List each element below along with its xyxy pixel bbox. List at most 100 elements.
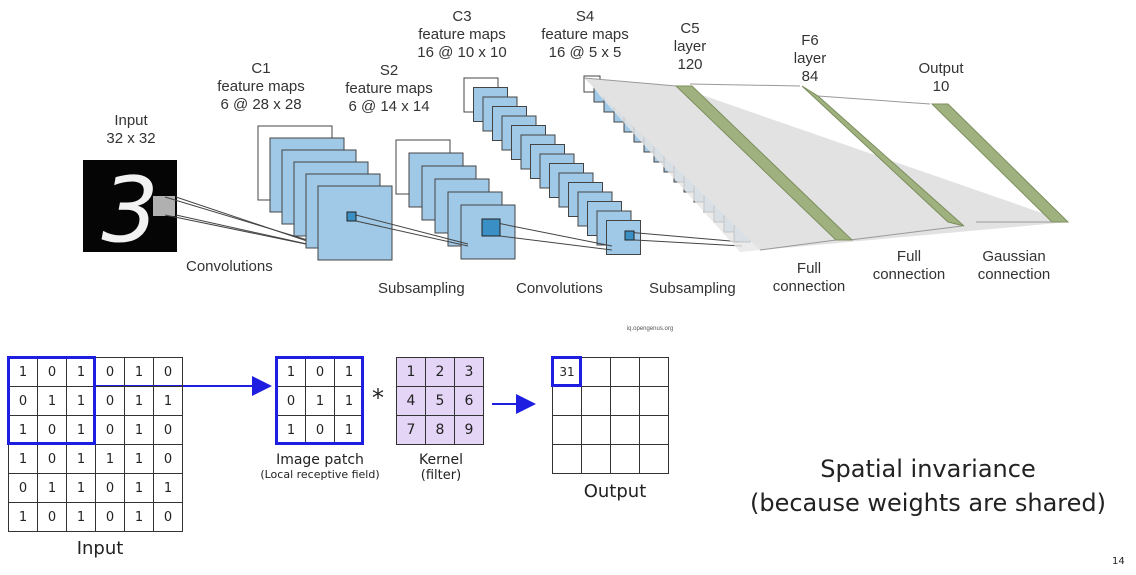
- input-grid-cell: 0: [37, 415, 67, 445]
- c5-layer-bar: [674, 85, 854, 241]
- s4-label: S4 feature maps 16 @ 5 x 5: [530, 8, 640, 62]
- input-grid-cell: 0: [37, 357, 67, 387]
- input-grid-cell: 0: [95, 357, 125, 387]
- image-patch-caption: Image patch (Local receptive field): [240, 452, 400, 481]
- kernel-caption-line1: Kernel: [419, 452, 463, 468]
- f6-label-line3: 84: [801, 68, 819, 85]
- op-full-connection-1: Full connection: [764, 260, 854, 296]
- op-gaussian-connection-line1: Gaussian: [982, 248, 1046, 265]
- output-grid-cell: [639, 415, 669, 445]
- patch-grid-cell: 1: [276, 415, 306, 445]
- kernel-grid-cell: 9: [454, 415, 484, 445]
- kernel-grid-cell: 2: [425, 357, 455, 387]
- op-subsampling-2: Subsampling: [649, 280, 736, 297]
- output-label-line1: Output: [918, 60, 964, 77]
- output-grid-cell: [610, 415, 640, 445]
- kernel-caption: Kernel (filter): [396, 452, 486, 483]
- c5-label-line1: C5: [680, 20, 700, 37]
- input-grid-cell: 0: [95, 386, 125, 416]
- c1-label-line2: feature maps: [217, 78, 305, 95]
- f6-label-line1: F6: [801, 32, 819, 49]
- c3-label-line2: feature maps: [418, 26, 506, 43]
- input-grid-cell: 1: [124, 415, 154, 445]
- output-grid-cell: [552, 386, 582, 416]
- op-convolutions-2: Convolutions: [516, 280, 603, 297]
- input-grid-cell: 0: [153, 415, 183, 445]
- takeaway-line2: (because weights are shared): [750, 489, 1106, 517]
- input-digit: 3: [101, 158, 158, 263]
- image-patch-caption-line2: (Local receptive field): [260, 468, 380, 481]
- input-grid-cell: 1: [66, 473, 96, 503]
- s2-label: S2 feature maps 6 @ 14 x 14: [334, 62, 444, 116]
- output-grid: 31: [552, 357, 669, 474]
- kernel-grid-cell: 1: [396, 357, 426, 387]
- output-grid-row: [552, 415, 669, 445]
- patch-grid-cell: 1: [334, 357, 364, 387]
- input-grid-cell: 1: [8, 502, 38, 532]
- output-grid-cell: [552, 444, 582, 474]
- kernel-grid-cell: 5: [425, 386, 455, 416]
- op-full-connection-2-line2: connection: [872, 266, 946, 283]
- input-grid-cell: 1: [66, 386, 96, 416]
- input-grid-caption: Input: [76, 538, 124, 559]
- c3-feature-map: [606, 220, 641, 255]
- kernel-grid-cell: 3: [454, 357, 484, 387]
- s2-label-line2: feature maps: [345, 80, 433, 97]
- c1-label: C1 feature maps 6 @ 28 x 28: [206, 60, 316, 114]
- s4-label-line3: 16 @ 5 x 5: [548, 44, 622, 61]
- input-grid-cell: 1: [37, 473, 67, 503]
- op-gaussian-connection: Gaussian connection: [966, 248, 1062, 284]
- page-number: 14: [1112, 556, 1125, 567]
- input-grid-cell: 1: [124, 444, 154, 474]
- patch-grid-cell: 1: [334, 386, 364, 416]
- input-grid-cell: 1: [8, 444, 38, 474]
- input-label-line2: 32 x 32: [106, 130, 156, 147]
- c1-feature-map: [317, 185, 393, 261]
- input-grid-cell: 0: [153, 502, 183, 532]
- output-grid-row: 31: [552, 357, 669, 387]
- patch-grid-cell: 0: [305, 357, 335, 387]
- output-grid-cell: [552, 415, 582, 445]
- op-full-connection-2-line1: Full: [896, 248, 922, 265]
- fully-connected-region: [583, 77, 1068, 252]
- c1-feature-maps: [257, 125, 393, 261]
- c5-label: C5 layer 120: [660, 20, 720, 74]
- patch-grid-cell: 1: [305, 386, 335, 416]
- op-full-connection-1-line1: Full: [796, 260, 822, 277]
- c3-label-line1: C3: [452, 8, 472, 25]
- input-grid-cell: 0: [95, 473, 125, 503]
- output-grid-cell: [581, 386, 611, 416]
- c1-label-line3: 6 @ 28 x 28: [220, 96, 302, 113]
- input-grid-cell: 1: [124, 502, 154, 532]
- output-grid-row: [552, 386, 669, 416]
- kernel-caption-line2: (filter): [420, 468, 462, 483]
- output-grid-cell: [581, 444, 611, 474]
- f6-layer-bar: [801, 85, 965, 227]
- input-grid-cell: 1: [124, 473, 154, 503]
- output-grid-cell: [581, 357, 611, 387]
- c3-feature-maps: [463, 77, 641, 255]
- output-layer-bar: [930, 103, 1070, 223]
- output-grid-cell: [610, 444, 640, 474]
- input-label-line1: Input: [114, 112, 148, 129]
- input-grid-cell: 1: [37, 386, 67, 416]
- input-grid-cell: 0: [8, 386, 38, 416]
- op-full-connection-2: Full connection: [864, 248, 954, 284]
- s2-label-line3: 6 @ 14 x 14: [348, 98, 430, 115]
- input-grid-cell: 1: [153, 386, 183, 416]
- input-grid-cell: 1: [8, 415, 38, 445]
- takeaway-text: Spatial invariance (because weights are …: [740, 452, 1116, 520]
